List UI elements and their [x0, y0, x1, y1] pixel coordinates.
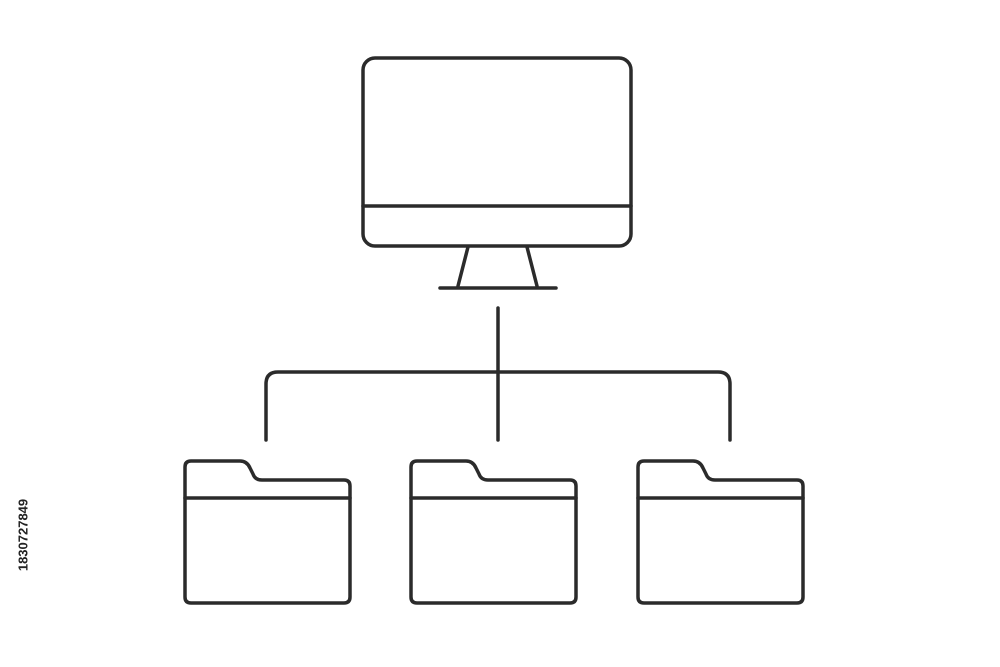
- connector-branch-right: [496, 370, 732, 442]
- folder-icon: [183, 459, 352, 605]
- stock-id-watermark: 1830727849: [8, 420, 38, 650]
- monitor-stand-left: [456, 245, 470, 288]
- folder-outline: [183, 459, 352, 605]
- connector-branch-left: [264, 370, 500, 442]
- folder-outline: [409, 459, 578, 605]
- monitor-screen: [361, 56, 633, 248]
- folder-icon: [409, 459, 578, 605]
- computer-monitor-icon: [361, 56, 633, 290]
- monitor-stand-right: [525, 245, 539, 288]
- folder-icon: [636, 459, 805, 605]
- connector-lines: [264, 306, 732, 442]
- folder-outline: [636, 459, 805, 605]
- stock-id-text: 1830727849: [15, 498, 31, 572]
